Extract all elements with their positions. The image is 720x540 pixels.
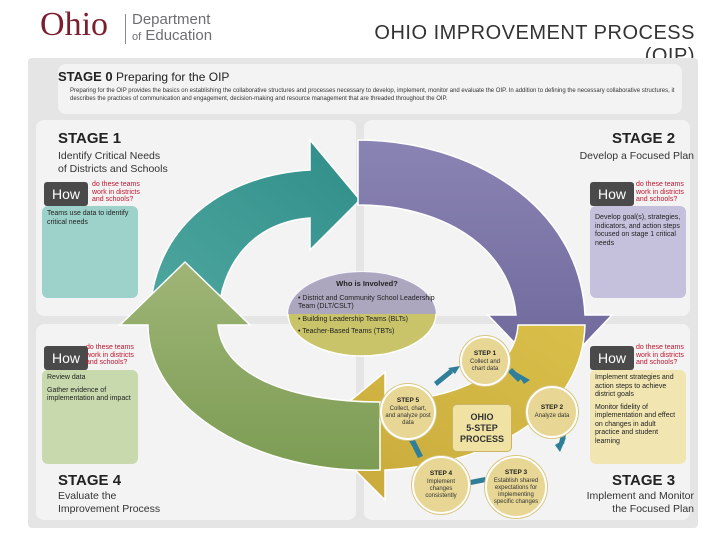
step-arrow-1-2 — [508, 368, 530, 384]
stage3-title-line2: the Focused Plan — [612, 503, 694, 515]
dept-line1: Department — [132, 11, 211, 28]
step5-label: STEP 5 — [396, 397, 420, 404]
stage4-how-box: Review data Gather evidence of implement… — [42, 370, 138, 464]
step5-text: Collect, chart, and analyze post data — [385, 406, 431, 426]
stage4-title-line1: Evaluate the — [58, 490, 117, 502]
stage4-title: Evaluate the Improvement Process — [58, 490, 160, 516]
stage4-how-question: do these teams work in districts and sch… — [86, 344, 134, 366]
stage4-box-item1: Review data — [47, 374, 86, 381]
stage1-how-box: Teams use data to identify critical need… — [42, 206, 138, 298]
step4-label: STEP 4 — [429, 470, 453, 477]
step-arrow-5-1 — [434, 366, 460, 386]
stage0-title: Preparing for the OIP — [116, 70, 230, 84]
stage3-how-box: Implement strategies and action steps to… — [590, 370, 686, 464]
step2-circle: STEP 2 Analyze data — [526, 386, 578, 438]
who-involved: Who is Involved? • District and Communit… — [292, 279, 442, 341]
stage1-how-label: How — [44, 182, 88, 206]
stage1-how-question: do these teams work in districts and sch… — [92, 181, 140, 203]
step-arrow-4-5 — [405, 434, 423, 458]
dept-line2: Education — [145, 27, 213, 44]
who-item-dlt: • District and Community School Leadersh… — [298, 294, 435, 311]
stage4-box-item2: Gather evidence of implementation and im… — [47, 386, 131, 403]
logo-hio: hio — [64, 6, 109, 43]
green-arrow — [118, 260, 381, 471]
stage0-panel — [58, 64, 682, 114]
stage2-how-box: Develop goal(s), strategies, indicators,… — [590, 206, 686, 298]
stage0-description: Preparing for the OIP provides the basic… — [70, 88, 675, 103]
stage0-label: STAGE 0 — [58, 69, 113, 84]
logo-o: O — [40, 6, 65, 43]
stage3-box-item1: Implement strategies and action steps to… — [595, 374, 674, 398]
step3-circle: STEP 3 Establish shared expectations for… — [485, 456, 547, 518]
stage3-how-label: How — [590, 346, 634, 370]
teal-arrow — [149, 137, 362, 321]
stage4-title-line2: Improvement Process — [58, 503, 161, 515]
step3-text: Establish shared expectations for implem… — [493, 477, 539, 505]
stage3-box-item2: Monitor fidelity of implementation and e… — [595, 403, 676, 445]
step-arrows — [405, 366, 568, 486]
dept-of: of — [132, 31, 142, 43]
stage1-title: Identify Critical Needs of Districts and… — [58, 150, 168, 176]
ohio-logo[interactable]: Ohio — [40, 6, 108, 44]
stage2-how-question: do these teams work in districts and sch… — [636, 181, 684, 203]
stage0-heading: STAGE 0 Preparing for the OIP — [58, 69, 229, 84]
stage2-label: STAGE 2 — [612, 130, 676, 147]
stage2-title: Develop a Focused Plan — [579, 150, 694, 162]
stage2-how-label: How — [590, 182, 634, 206]
logo-divider — [125, 14, 126, 44]
step4-text: Implement changes consistently — [425, 479, 457, 499]
stage1-title-line2: of Districts and Schools — [58, 163, 168, 175]
department-of-education-label: Department of Education — [132, 12, 212, 45]
step5-circle: STEP 5 Collect, chart, and analyze post … — [380, 384, 436, 440]
who-item-blt: • Building Leadership Teams (BLTs) — [298, 315, 408, 323]
who-involved-title: Who is Involved? — [336, 279, 398, 288]
stage3-title: Implement and Monitor the Focused Plan — [552, 490, 694, 516]
step4-circle: STEP 4 Implement changes consistently — [412, 456, 470, 514]
stage4-label: STAGE 4 — [58, 472, 122, 489]
center-line3: PROCESS — [459, 433, 504, 444]
step2-label: STEP 2 — [540, 404, 564, 411]
step1-label: STEP 1 — [473, 349, 497, 357]
five-step-process-label: OHIO 5-STEP PROCESS — [452, 404, 512, 452]
stage3-title-line1: Implement and Monitor — [586, 490, 694, 502]
who-item-tbt: • Teacher-Based Teams (TBTs) — [298, 328, 395, 336]
stage3-how-question: do these teams work in districts and sch… — [636, 344, 684, 366]
purple-arrow — [357, 139, 614, 382]
stage1-label: STAGE 1 — [58, 130, 122, 147]
center-line1: OHIO — [470, 411, 494, 422]
step2-text: Analyze data — [534, 413, 570, 419]
step1-circle: STEP 1 Collect and chart data — [460, 336, 510, 386]
stage3-label: STAGE 3 — [612, 472, 676, 489]
step3-label: STEP 3 — [504, 468, 528, 476]
stage4-how-label: How — [44, 346, 88, 370]
step1-text: Collect and chart data — [469, 358, 501, 372]
center-line2: 5-STEP — [466, 422, 498, 433]
stage1-title-line1: Identify Critical Needs — [58, 150, 161, 162]
